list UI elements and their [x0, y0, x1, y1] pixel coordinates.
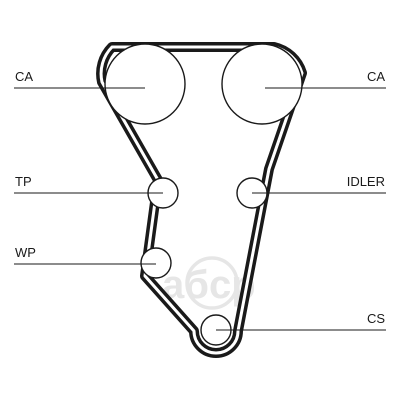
- water-pump-pulley: [140, 247, 172, 279]
- watermark-ring: [185, 256, 239, 310]
- label-crankshaft: CS: [367, 311, 385, 326]
- camshaft-pulley-right: [221, 43, 303, 125]
- timing-belt-inner: [99, 45, 304, 355]
- label-cam-left: CA: [15, 69, 33, 84]
- label-cam-right: CA: [367, 69, 385, 84]
- label-water-pump: WP: [15, 245, 36, 260]
- label-tensioner: TP: [15, 174, 32, 189]
- label-idler: IDLER: [347, 174, 385, 189]
- camshaft-pulley-left: [104, 43, 186, 125]
